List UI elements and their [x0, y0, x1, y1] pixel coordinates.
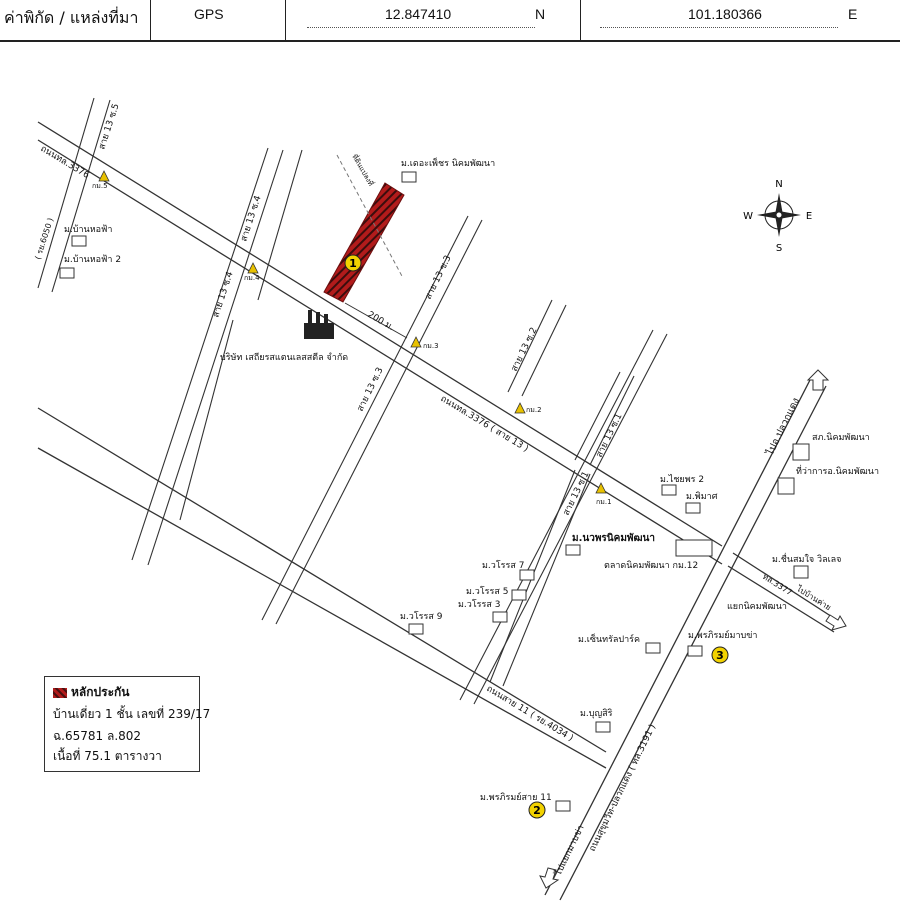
road-3376: [37, 121, 723, 565]
compass-e: E: [806, 211, 812, 222]
gps-lon-dir: E: [848, 6, 858, 22]
label-km2: กม.2: [526, 406, 542, 414]
label-to-ban-khai: ไปบ้านค่าย: [794, 584, 832, 613]
subject-parcel: [323, 182, 405, 303]
legend-line3: เนื้อที่ 75.1 ตารางวา: [53, 749, 162, 763]
legend-line2: ฉ.65781 ล.802: [53, 729, 142, 743]
road-3377: [727, 552, 841, 633]
factory-icon: [304, 310, 334, 339]
label-banhofa2: ม.บ้านหอฟ้า 2: [64, 254, 121, 265]
map-legend: หลักประกัน บ้านเดี่ยว 1 ชั้น เลขที่ 239/…: [44, 676, 210, 772]
label-amphoe-office: สภ.นิคมพัฒนา: [812, 432, 870, 443]
marker-2: 2: [528, 801, 546, 819]
label-soi-13-4a: สาย 13 ซ.4: [239, 194, 263, 243]
label-wararos9: ม.วโรรส 9: [400, 611, 443, 622]
compass-n: N: [775, 179, 782, 190]
gps-lat-dir: N: [535, 6, 546, 22]
road-3191: [544, 379, 827, 901]
label-km1: กม.1: [596, 498, 612, 506]
arrow-east-icon: [825, 614, 847, 631]
marker-1: 1: [344, 254, 362, 272]
marker-2-label: 2: [533, 804, 541, 817]
road-sai-11: [37, 407, 607, 769]
label-central-park: ม.เซ็นทรัลปาร์ค: [578, 632, 640, 645]
legend-line1: บ้านเดี่ยว 1 ชั้น เลขที่ 239/17: [53, 707, 211, 721]
label-road-sai11: ถนนสาย 11 ( รย.4034 ): [484, 684, 574, 744]
label-chuensamai: ม.ชื่นสมใจ วิลเลจ: [772, 552, 841, 565]
compass-w: W: [743, 211, 753, 222]
label-soi-13-5: สาย 13 ซ.5: [97, 102, 121, 150]
subject-leader-line: [336, 154, 404, 279]
label-chaiyaporn: ม.ไชยพร 2: [660, 474, 704, 485]
label-distance: 200 ม.: [366, 310, 396, 333]
label-nawaporn: ม.นวพรนิคมพัฒนา: [572, 532, 655, 544]
label-pornrom-11: ม.พรภิรมย์สาย 11: [480, 791, 552, 803]
arrow-south-icon: [539, 867, 560, 889]
gps-source-cell: GPS: [150, 0, 286, 40]
label-junction: แยกนิคมพัฒนา: [727, 601, 787, 612]
km-sign-icons: [98, 170, 607, 494]
label-banhofa: ม.บ้านหอฟ้า: [64, 224, 112, 235]
compass-rose-icon: N S E W: [743, 179, 812, 254]
label-market: ตลาดนิคมพัฒนา กม.12: [604, 560, 698, 571]
label-factory: บริษัท เสถียรสแตนเลสสตีล จำกัด: [220, 352, 348, 363]
subject-swatch-icon: [53, 687, 67, 698]
label-wararos5: ม.วโรรส 5: [466, 586, 508, 597]
marker-3: 3: [711, 646, 729, 664]
gps-source: GPS: [194, 6, 224, 22]
label-phimarn: ม.พิมาศ: [686, 491, 718, 502]
distance-line: [344, 302, 408, 339]
label-pornrom-sai: ม.พรภิรมย์มาบข่า: [688, 629, 757, 641]
label-soi-13-4b: สาย 13 ซ.4: [211, 270, 235, 319]
gps-longitude-cell: 101.180366 E: [580, 0, 899, 40]
label-road-sukhumvit: ถนนสุขุมวิท-ปลวกแดง ( ทล.3191 ): [587, 723, 658, 854]
label-soi-13-1a: สาย 13 ซ.1: [595, 412, 625, 459]
latitude-dotline: [307, 26, 535, 28]
gps-label: ค่าพิกัด / แหล่งที่มา: [4, 8, 139, 27]
building-icons: [59, 171, 810, 812]
gps-longitude: 101.180366: [688, 6, 762, 22]
label-district-office: ที่ว่าการอ.นิคมพัฒนา: [796, 464, 879, 477]
arrow-north-icon: [806, 369, 830, 391]
label-road-3376: ถนนทล.3376 ( สาย 13 ): [438, 394, 529, 454]
label-boonsiri: ม.บุญสิริ: [580, 708, 613, 719]
gps-latitude: 12.847410: [385, 6, 452, 22]
compass-s: S: [776, 243, 782, 254]
legend-title: หลักประกัน: [71, 685, 130, 699]
label-road-3377: ทล.3377: [761, 572, 794, 597]
label-soi-13-3a: สาย 13 ซ.3: [424, 254, 454, 301]
label-wararos7: ม.วโรรส 7: [482, 560, 524, 571]
legend-title-row: หลักประกัน: [53, 683, 130, 702]
gps-latitude-cell: 12.847410 N: [285, 0, 581, 40]
gps-label-cell: ค่าพิกัด / แหล่งที่มา: [0, 0, 151, 40]
label-to-maptaphut: ไปแยกมาบข่า: [552, 823, 586, 878]
longitude-dotline: [600, 26, 838, 28]
label-km5: กม.5: [92, 182, 108, 190]
marker-3-label: 3: [716, 649, 724, 662]
label-km3: กม.3: [423, 342, 439, 350]
label-village-diamond: ม.เดอะเพ็ชร นิคมพัฒนา: [401, 156, 495, 169]
label-subject-vertical: ที่ดินแปลงที่: [350, 153, 376, 188]
soi-roads: [37, 97, 668, 705]
marker-1-label: 1: [349, 257, 357, 270]
label-soi-13-2: สาย 13 ซ.2: [510, 326, 540, 373]
label-km4: กม.4: [244, 274, 260, 282]
label-wararos3: ม.วโรรส 3: [458, 599, 500, 610]
gps-coordinate-bar: ค่าพิกัด / แหล่งที่มา GPS 12.847410 N 10…: [0, 0, 900, 42]
